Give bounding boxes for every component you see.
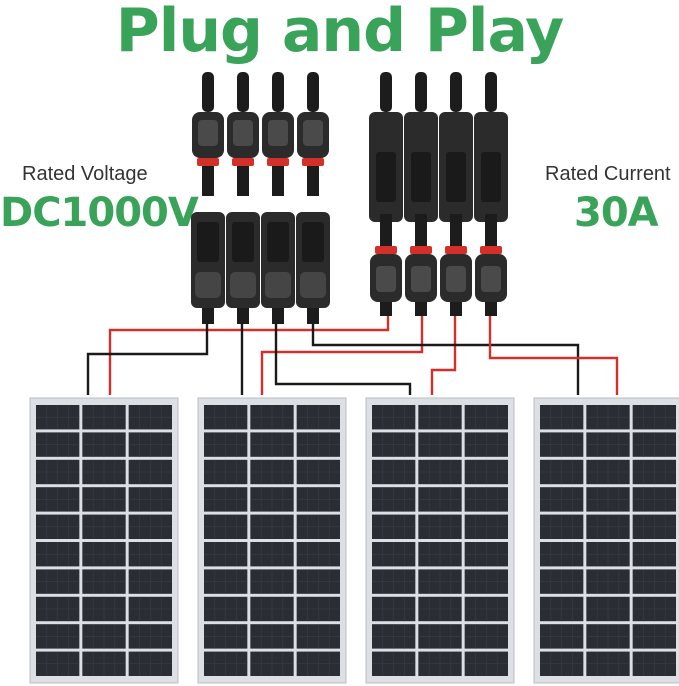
male-mc4-connector — [227, 72, 259, 196]
connector-grip — [268, 120, 288, 146]
connector-ring — [302, 158, 324, 166]
male-mc4-connector — [297, 72, 329, 196]
solar-panels — [29, 397, 679, 684]
cable — [272, 308, 284, 324]
connector-grip — [198, 120, 218, 146]
connector-grip — [233, 120, 253, 146]
connector-ring — [197, 158, 219, 166]
connector-sleeve — [197, 222, 219, 262]
female-mc4-connector — [474, 72, 508, 222]
cable — [272, 72, 284, 112]
female-mc4-connector — [439, 72, 473, 222]
wire-4 — [260, 312, 424, 395]
female-mc4-connector — [404, 72, 438, 222]
headline: Plug and Play — [115, 0, 564, 66]
cable — [202, 72, 214, 112]
male-mc4-connector — [475, 214, 507, 316]
rated-voltage-value: DC1000V — [0, 190, 199, 236]
connector-grip — [303, 120, 323, 146]
connector-sleeve — [481, 152, 501, 202]
rated-current-label: Rated Current — [545, 163, 671, 185]
connector-ring — [410, 246, 432, 254]
cable — [485, 302, 497, 316]
rated-current-value: 30A — [574, 190, 659, 236]
connector-grip — [265, 272, 291, 298]
connector-grip — [376, 266, 396, 292]
cable — [237, 72, 249, 112]
solar-panel-3 — [365, 397, 515, 684]
wire-6 — [430, 312, 457, 395]
connector-grip — [481, 266, 501, 292]
solar-panel-1 — [29, 397, 179, 684]
connector-pin — [307, 166, 319, 196]
cable — [202, 308, 214, 324]
connector-ring — [267, 158, 289, 166]
cable — [307, 72, 319, 112]
connector-pin — [485, 214, 497, 246]
cable — [307, 308, 319, 324]
female-mc4-connector — [226, 212, 260, 324]
connector-sleeve — [267, 222, 289, 262]
female-mc4-connector — [296, 212, 330, 324]
female-mc4-connector — [191, 212, 225, 324]
male-mc4-connector — [262, 72, 294, 196]
solar-panel-2 — [197, 397, 347, 684]
wire-1 — [108, 312, 390, 395]
connector-ring — [445, 246, 467, 254]
male-mc4-connector — [440, 214, 472, 316]
connector-pin — [237, 166, 249, 196]
cable — [450, 302, 462, 316]
wire-7 — [311, 318, 580, 395]
connector-grip — [230, 272, 256, 298]
male-mc4-connector — [192, 72, 224, 196]
connector-grip — [300, 272, 326, 298]
solar-panel-4 — [533, 397, 679, 684]
connector-pin — [272, 166, 284, 196]
connector-ring — [232, 158, 254, 166]
connector-sleeve — [411, 152, 431, 202]
connector-ring — [480, 246, 502, 254]
connector-sleeve — [302, 222, 324, 262]
connector-grip — [446, 266, 466, 292]
cable — [485, 72, 497, 112]
cable — [415, 72, 427, 112]
cable — [450, 72, 462, 112]
cable — [380, 72, 392, 112]
connector-pin — [380, 214, 392, 246]
wire-8 — [488, 312, 619, 395]
male-mc4-connector — [405, 214, 437, 316]
connector-pin — [202, 166, 214, 196]
cable — [237, 308, 249, 324]
mc4-connectors — [191, 72, 508, 324]
female-mc4-connector — [369, 72, 403, 222]
connector-pin — [450, 214, 462, 246]
wire-5 — [274, 318, 412, 395]
connector-sleeve — [232, 222, 254, 262]
connector-sleeve — [376, 152, 396, 202]
male-mc4-connector — [370, 214, 402, 316]
cable — [415, 302, 427, 316]
connector-grip — [195, 272, 221, 298]
rated-voltage-label: Rated Voltage — [22, 163, 148, 185]
female-mc4-connector — [261, 212, 295, 324]
connector-pin — [415, 214, 427, 246]
cable — [380, 302, 392, 316]
wiring — [86, 312, 619, 395]
wire-2 — [86, 318, 209, 395]
connector-grip — [411, 266, 431, 292]
connector-ring — [375, 246, 397, 254]
connector-sleeve — [446, 152, 466, 202]
